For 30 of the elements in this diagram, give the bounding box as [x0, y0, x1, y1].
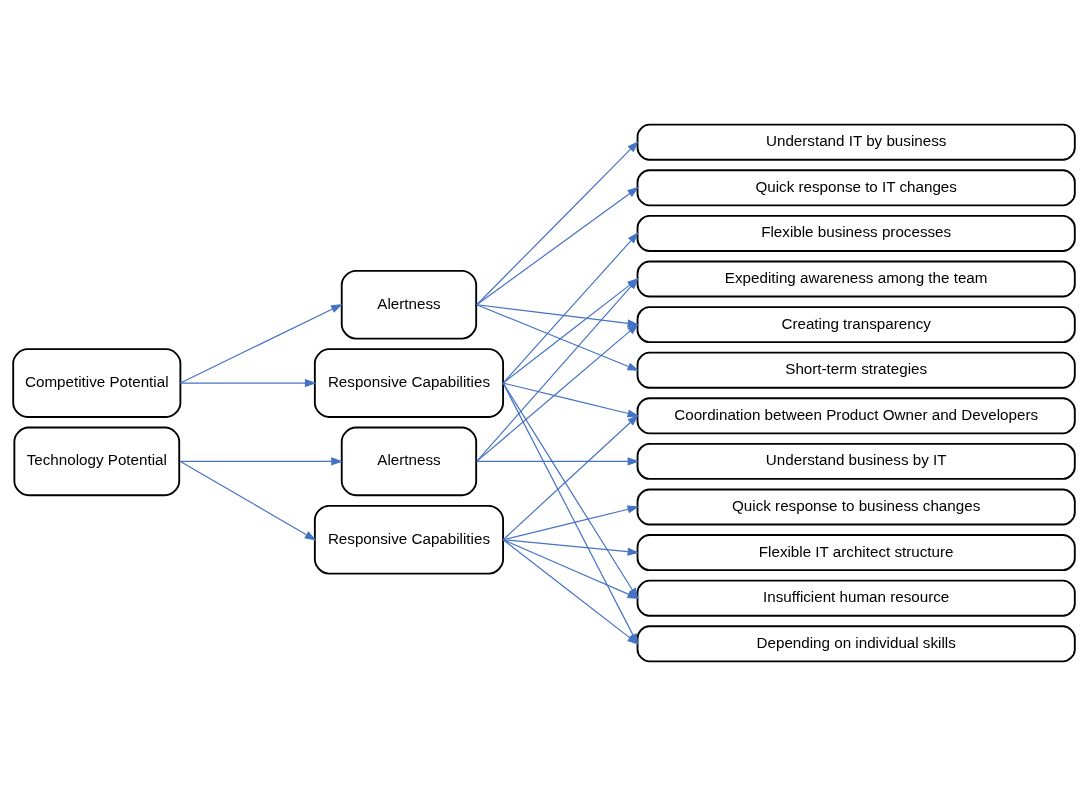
- arrow: [476, 456, 640, 465]
- arrow: [476, 303, 640, 327]
- arrow: [179, 303, 343, 384]
- node-box: Technology Potential: [13, 426, 181, 496]
- node-box: Quick response to business changes: [636, 488, 1076, 525]
- node-box: Expediting awareness among the team: [636, 260, 1076, 297]
- node-box: Responsive Capabilities: [313, 504, 504, 575]
- arrow: [179, 460, 317, 541]
- node-box: Flexible business processes: [636, 214, 1076, 252]
- node-box: Understand IT by business: [636, 123, 1076, 161]
- node-box: Creating transparency: [636, 305, 1076, 343]
- arrow: [502, 414, 639, 540]
- node-box: Understand business by IT: [636, 442, 1076, 480]
- node-box: Competitive Potential: [12, 347, 182, 418]
- node-box: Short-term strategies: [636, 351, 1076, 389]
- node-box: Quick response to IT changes: [636, 168, 1076, 206]
- arrow: [502, 381, 640, 417]
- node-box: Alertness: [340, 426, 478, 496]
- arrow: [502, 538, 640, 556]
- node-box: Depending on individual skills: [636, 624, 1076, 662]
- arrow: [502, 504, 640, 540]
- arrow: [179, 456, 343, 465]
- arrow: [179, 378, 317, 387]
- arrow: [476, 303, 640, 371]
- node-box: Alertness: [340, 269, 478, 340]
- node-box: Coordination between Product Owner and Developers: [636, 396, 1076, 434]
- node-box: Insufficient human resource: [636, 579, 1076, 617]
- arrow: [476, 322, 639, 462]
- node-box: Responsive Capabilities: [313, 347, 504, 418]
- node-box: Flexible IT architect structure: [636, 533, 1076, 571]
